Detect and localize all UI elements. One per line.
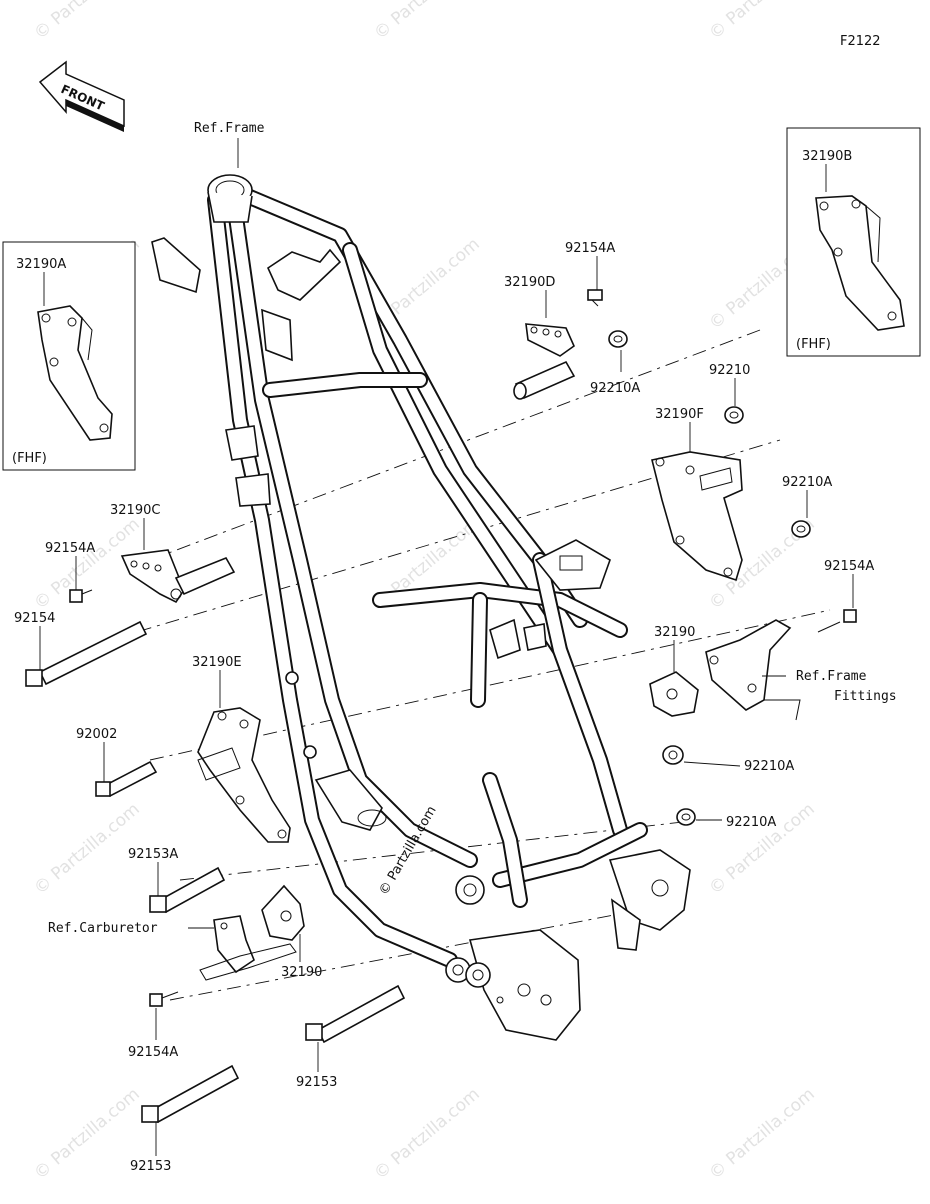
label-92153: 92153: [130, 1159, 171, 1174]
bolt-92153A: [149, 866, 226, 914]
label-92210: 92210: [709, 363, 750, 378]
label-92154A: 92154A: [824, 559, 874, 574]
watermark: © Partzilla.com: [30, 799, 143, 899]
part-label-32190B: 32190B: [802, 149, 852, 164]
part-32190F: [651, 451, 743, 582]
label-32190F: 32190F: [655, 407, 704, 422]
part-label-32190A: 32190A: [16, 257, 66, 272]
part-32190E: [197, 707, 291, 843]
label-92154A: 92154A: [565, 241, 615, 256]
watermark: © Partzilla.com: [30, 1084, 143, 1184]
label-92153: 92153: [296, 1075, 337, 1090]
bolt-92154A-left: [69, 589, 93, 603]
label-92154: 92154: [14, 611, 55, 626]
watermark: © Partzilla.com: [370, 0, 483, 44]
ref-frame-fittings-label-2: Fittings: [834, 689, 897, 704]
part-32190-right: [649, 671, 699, 717]
watermark: © Partzilla.com: [370, 1084, 483, 1184]
nut-92210A-rear: [676, 808, 696, 826]
part-32190-bottom: [261, 884, 305, 941]
label-92154A: 92154A: [128, 1045, 178, 1060]
label-32190D: 32190D: [504, 275, 555, 290]
frame-fittings: [705, 619, 801, 721]
ref-carburetor-label: Ref.Carburetor: [48, 921, 158, 936]
bolt-92154: [25, 620, 148, 687]
fhf-note: (FHF): [796, 337, 831, 352]
motorcycle-frame: [151, 174, 691, 1041]
bolt-92153-middle: [305, 984, 406, 1044]
box-32190A: 32190A (FHF): [2, 241, 136, 471]
bolt-92154A-top: [587, 289, 603, 307]
label-92210A: 92210A: [782, 475, 832, 490]
bolt-92153-bottom: [141, 1064, 240, 1124]
part-labels: Ref.Frame 32190D 92154A 92210A 92210 321…: [14, 121, 897, 1174]
bolt-92154A-right: [817, 609, 857, 633]
front-arrow-icon: FRONT: [38, 60, 125, 132]
leader-lines: [39, 138, 854, 1156]
carburetor-clamp: [199, 915, 297, 981]
label-32190: 32190: [654, 625, 695, 640]
part-32190C: [120, 549, 236, 604]
diagram-code: F2122: [840, 34, 881, 49]
bolt-92154A-bottom: [149, 991, 179, 1007]
label-32190: 32190: [281, 965, 322, 980]
watermark: © Partzilla.com: [705, 0, 818, 44]
label-92154A: 92154A: [45, 541, 95, 556]
box-32190B: 32190B (FHF): [786, 127, 921, 357]
nut-92210: [724, 406, 744, 424]
nut-92210A-right: [791, 520, 811, 538]
watermark: © Partzilla.com: [30, 0, 143, 44]
fhf-note: (FHF): [12, 451, 47, 466]
nut-92210A-right-lower: [662, 745, 684, 765]
label-92210A: 92210A: [744, 759, 794, 774]
label-92153A: 92153A: [128, 847, 178, 862]
label-92002: 92002: [76, 727, 117, 742]
label-32190E: 32190E: [192, 655, 242, 670]
ref-frame-label: Ref.Frame: [194, 121, 265, 136]
nut-92210A-top: [608, 330, 628, 348]
label-32190C: 32190C: [110, 503, 160, 518]
watermark: © Partzilla.com: [705, 1084, 818, 1184]
label-92210A: 92210A: [590, 381, 640, 396]
bolt-92002: [95, 760, 158, 798]
ref-frame-fittings-label: Ref.Frame: [796, 669, 867, 684]
label-92210A: 92210A: [726, 815, 776, 830]
part-32190D: [513, 323, 576, 400]
